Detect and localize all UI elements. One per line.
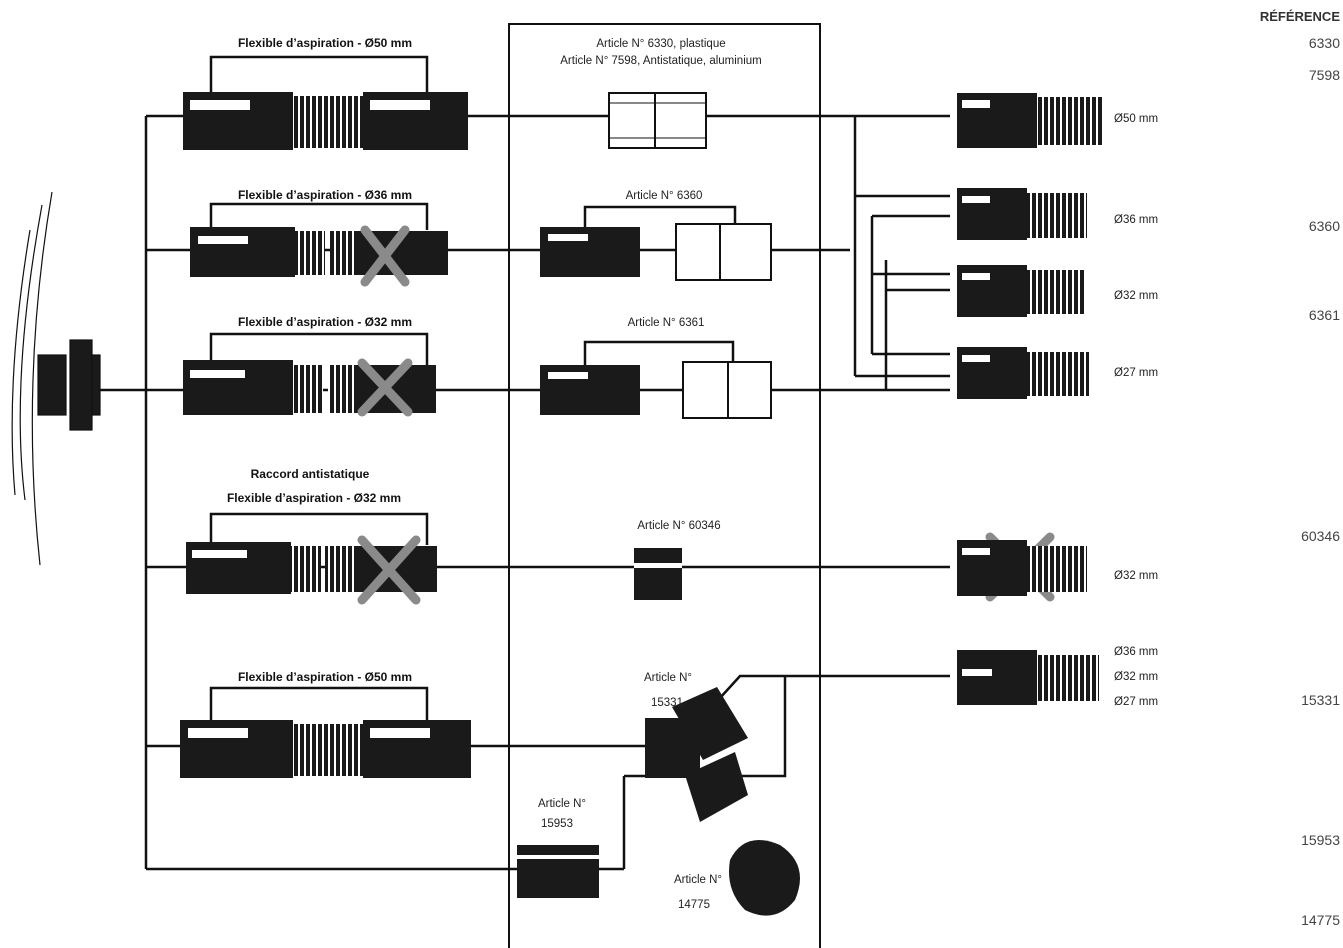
reference-14775: 14775 [1301, 912, 1340, 928]
diameter-label-36: Ø36 mm [1114, 214, 1158, 226]
not-compatible-cross-marks [357, 225, 1055, 605]
article-label-6-line1: Article N° [538, 798, 586, 810]
article-label-1-line1: Article N° 6330, plastique [596, 38, 725, 50]
article-label-7-line2: 14775 [678, 899, 710, 911]
tool-32mm-antistatic [957, 540, 1087, 596]
tool-50mm [957, 93, 1102, 148]
center-panel [508, 23, 821, 948]
article-label-2: Article N° 6360 [626, 190, 703, 202]
hose-label-4-antistatic: Raccord antistatique [251, 467, 370, 481]
part-14775-cap [729, 840, 800, 916]
hose-row-5 [180, 720, 471, 778]
diameter-label-multi-27: Ø27 mm [1114, 696, 1158, 708]
machine-silhouette [11, 191, 101, 566]
hose-label-5: Flexible d’aspiration - Ø50 mm [238, 670, 412, 684]
hose-label-3: Flexible d’aspiration - Ø32 mm [238, 315, 412, 329]
diameter-label-multi-36: Ø36 mm [1114, 646, 1158, 658]
diameter-label-50: Ø50 mm [1114, 113, 1158, 125]
tool-36mm [957, 188, 1087, 240]
hose-row-1 [183, 92, 468, 150]
hose-label-2: Flexible d’aspiration - Ø36 mm [238, 188, 412, 202]
diameter-label-27: Ø27 mm [1114, 367, 1158, 379]
reference-15953: 15953 [1301, 832, 1340, 848]
article-label-1-line2: Article N° 7598, Antistatique, aluminium [560, 55, 761, 67]
hose-label-1: Flexible d’aspiration - Ø50 mm [238, 36, 412, 50]
reference-60346: 60346 [1301, 528, 1340, 544]
part-60346 [634, 548, 682, 600]
part-6361 [540, 361, 772, 419]
reference-header: RÉFÉRENCE [1260, 9, 1341, 24]
part-6330-sleeve [608, 92, 707, 149]
hose-label-4: Flexible d’aspiration - Ø32 mm [227, 491, 401, 505]
tool-32mm [957, 265, 1085, 317]
article-label-5-line1: Article N° [644, 672, 692, 684]
part-15953 [517, 845, 599, 898]
hose-row-2 [190, 227, 448, 277]
reference-6330: 6330 [1309, 35, 1340, 51]
article-label-5-line2: 15331 [651, 697, 683, 709]
diameter-label-32: Ø32 mm [1114, 290, 1158, 302]
part-6360 [540, 223, 772, 281]
part-15331-y-connector [645, 687, 748, 822]
reference-6360: 6360 [1309, 218, 1340, 234]
reference-15331: 15331 [1301, 692, 1340, 708]
diameter-label-32-antistatic: Ø32 mm [1114, 570, 1158, 582]
reference-7598: 7598 [1309, 67, 1340, 83]
article-label-6-line2: 15953 [541, 818, 573, 830]
tool-27mm [957, 347, 1089, 399]
article-label-3: Article N° 6361 [628, 317, 705, 329]
tool-multi-diameter [957, 650, 1099, 705]
hose-row-3 [183, 360, 436, 415]
diameter-label-multi-32: Ø32 mm [1114, 671, 1158, 683]
reference-6361: 6361 [1309, 307, 1340, 323]
article-label-7-line1: Article N° [674, 874, 722, 886]
article-label-4: Article N° 60346 [637, 520, 720, 532]
